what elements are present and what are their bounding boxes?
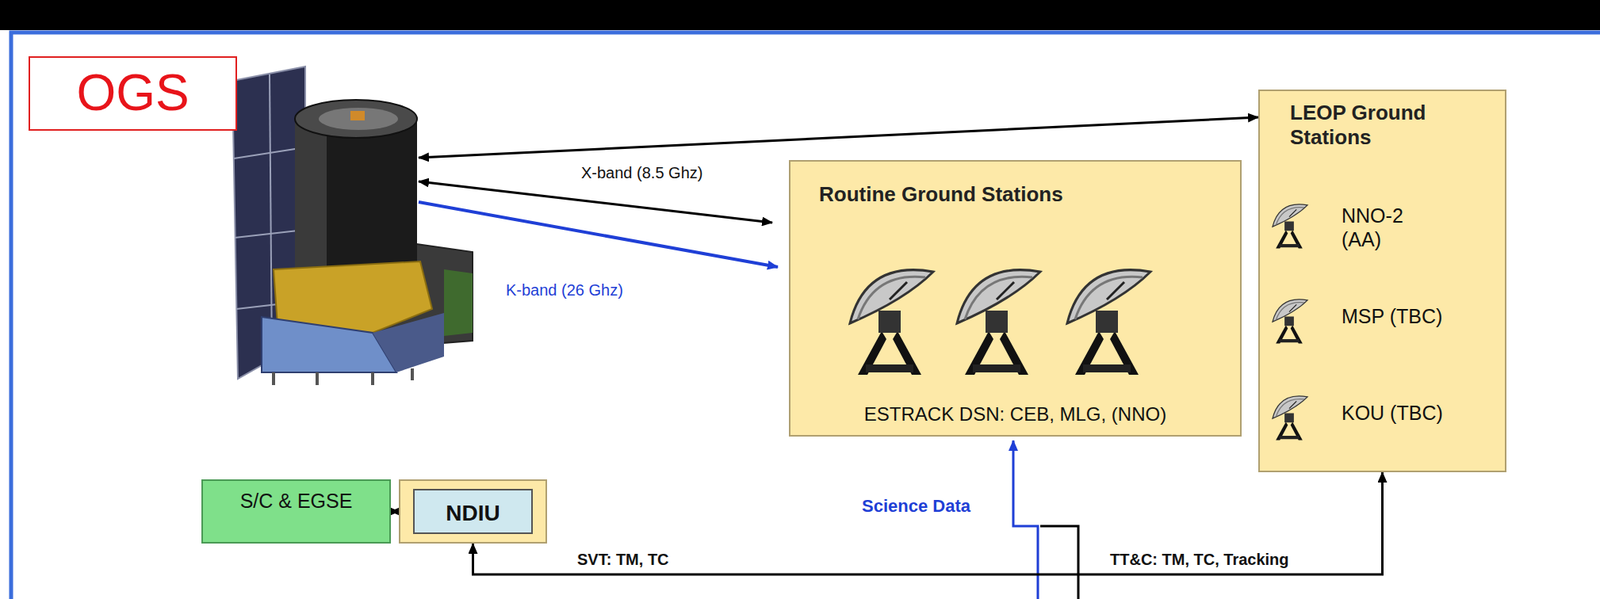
leop-stations-box: LEOP Ground Stations bbox=[1258, 89, 1507, 473]
box-title: LEOP Ground Stations bbox=[1289, 100, 1461, 150]
x-band-link bbox=[418, 117, 1259, 158]
box-title: NDIU bbox=[413, 489, 533, 535]
box-title: Routine Ground Stations bbox=[819, 182, 1064, 207]
band-label: X-band (8.5 Ghz) bbox=[578, 163, 705, 183]
connector-label: SVT: TM, TC bbox=[577, 550, 670, 570]
dish-icon bbox=[1272, 204, 1308, 249]
routine-stations-box: Routine Ground StationsESTRACK DSN: CEB,… bbox=[788, 160, 1242, 437]
signal-label: TT&C: TM, TC, Tracking bbox=[1110, 550, 1290, 570]
satellite bbox=[232, 66, 473, 386]
band-label: K-band (26 Ghz) bbox=[505, 280, 624, 300]
x-band-link bbox=[418, 181, 773, 223]
dish-icon bbox=[956, 270, 1041, 376]
sc-egse-box: S/C & EGSE bbox=[201, 479, 391, 544]
connector bbox=[390, 510, 399, 513]
ogs-box: OGS bbox=[28, 56, 238, 131]
box-text: ESTRACK DSN: CEB, MLG, (NNO) bbox=[790, 403, 1241, 427]
ground-line bbox=[1040, 526, 1079, 599]
dish-icon bbox=[849, 270, 934, 376]
ndiu-box: NDIU bbox=[398, 479, 548, 544]
box-title: OGS bbox=[30, 62, 236, 124]
connector bbox=[473, 472, 1383, 575]
dish-icon bbox=[1272, 396, 1308, 441]
box-title: S/C & EGSE bbox=[202, 489, 390, 513]
frame bbox=[11, 32, 1600, 599]
signal-label: Science Data bbox=[861, 496, 971, 517]
dish-icon bbox=[1272, 299, 1308, 345]
k-band-link bbox=[418, 202, 778, 268]
top-band bbox=[0, 0, 1600, 31]
dish-icon bbox=[1067, 270, 1151, 376]
